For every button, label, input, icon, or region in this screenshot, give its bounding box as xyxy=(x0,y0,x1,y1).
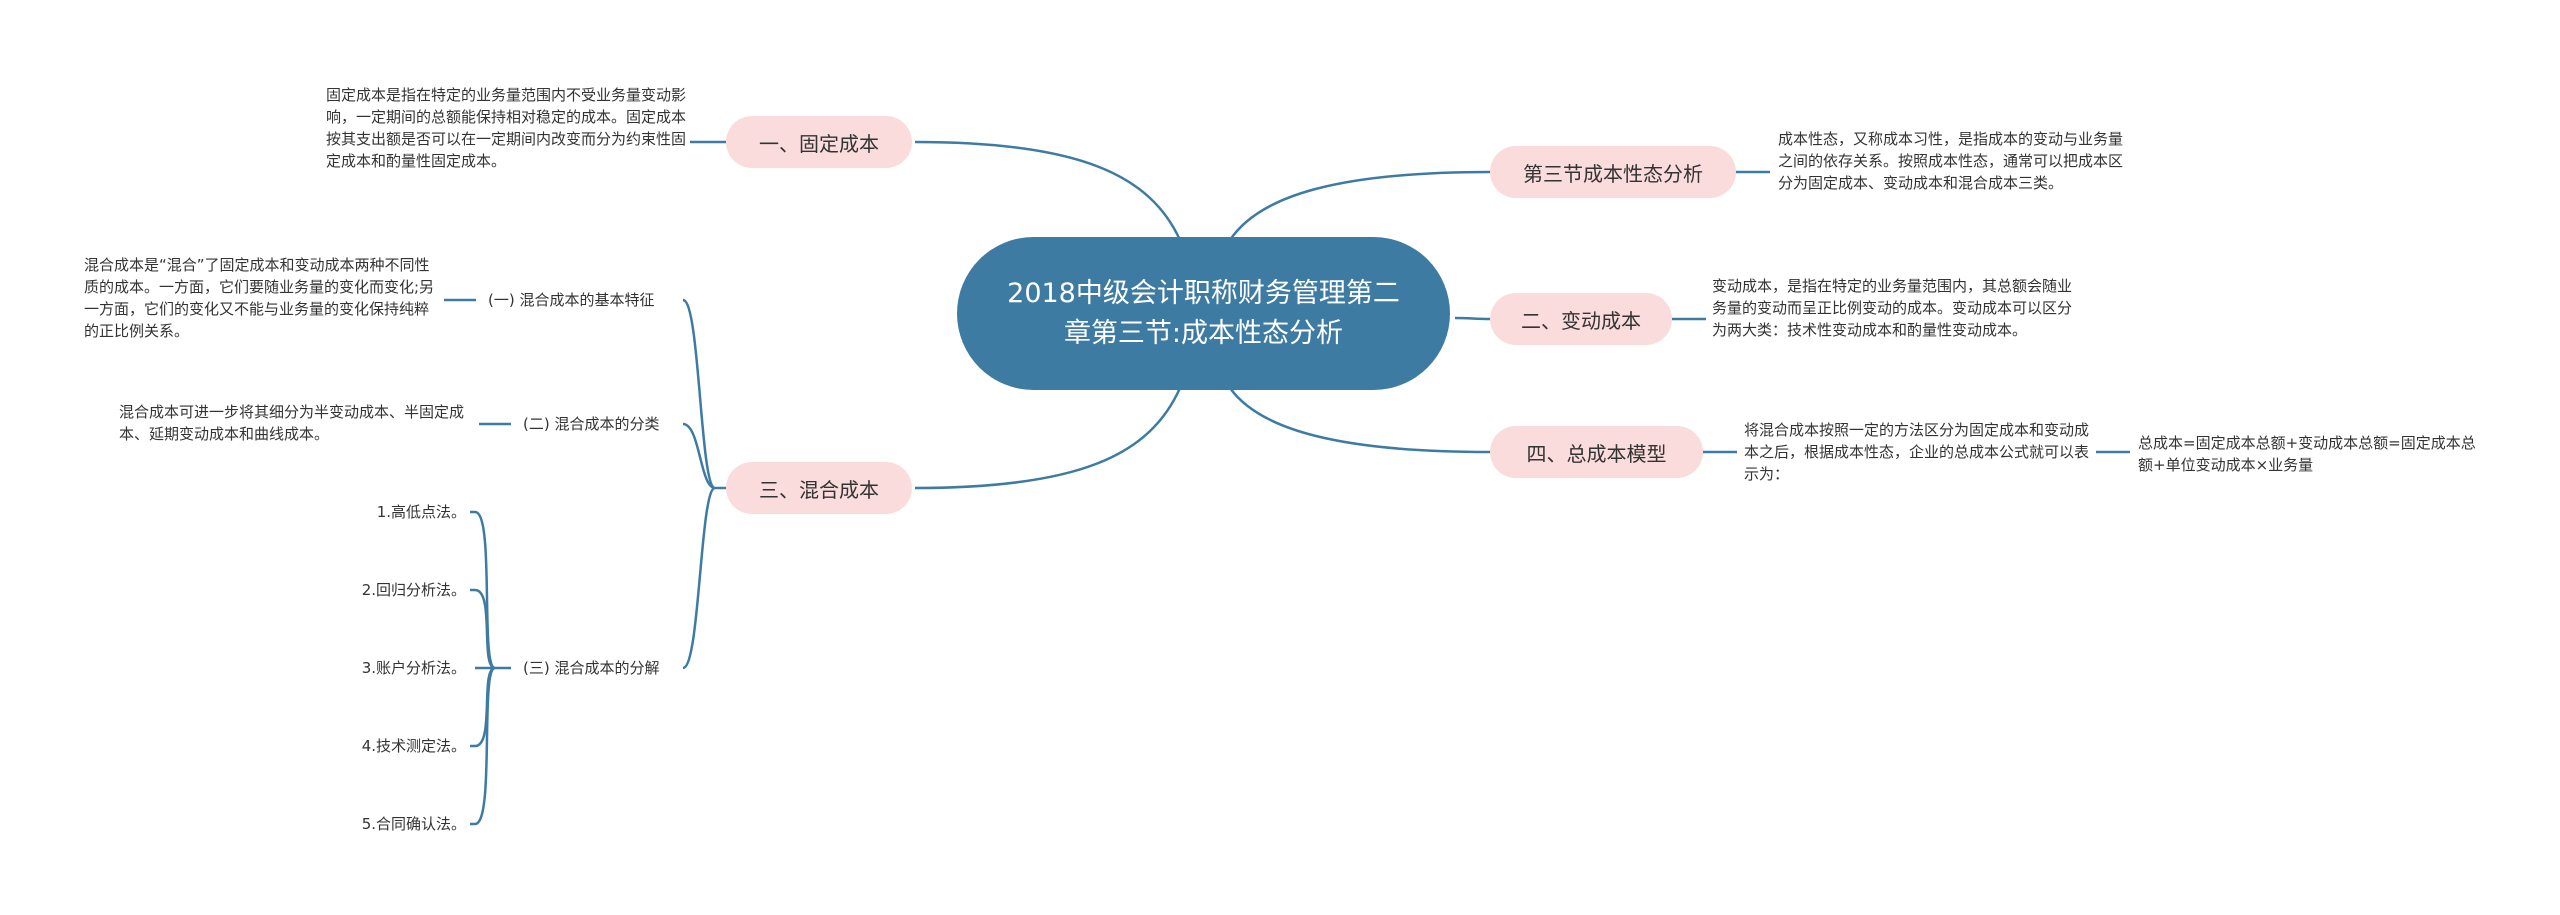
total-cost-formula: 总成本=固定成本总额+变动成本总额=固定成本总额+单位变动成本×业务量 xyxy=(2138,434,2476,474)
branch-mixed-cost-label: 三、混合成本 xyxy=(759,477,879,502)
connector-section xyxy=(1228,170,1491,241)
branch-section-overview[interactable]: 第三节成本性态分析 xyxy=(1490,146,1736,198)
connector-method2 xyxy=(474,588,496,670)
method-technical-measurement[interactable]: 4.技术测定法。 xyxy=(361,737,466,755)
branch-fixed-cost-label: 一、固定成本 xyxy=(759,131,879,156)
method-high-low[interactable]: 1.高低点法。 xyxy=(376,503,466,521)
branch-total-cost-model[interactable]: 四、总成本模型 xyxy=(1490,426,1703,478)
variable-cost-description: 变动成本，是指在特定的业务量范围内，其总额会随业务量的变动而呈正比例变动的成本。… xyxy=(1712,277,2073,339)
connector-sub1 xyxy=(682,298,717,490)
section-overview-description: 成本性态，又称成本习性，是指成本的变动与业务量之间的依存关系。按照成本性态，通常… xyxy=(1778,130,2124,192)
connector-fixed xyxy=(914,140,1182,241)
connector-method4 xyxy=(474,666,496,748)
connector-method1 xyxy=(474,510,497,670)
branch-section-overview-label: 第三节成本性态分析 xyxy=(1523,161,1703,186)
branch-fixed-cost[interactable]: 一、固定成本 xyxy=(726,116,912,168)
connector-mixed xyxy=(914,387,1182,490)
method-account-analysis[interactable]: 3.账户分析法。 xyxy=(361,659,466,677)
mixed-sub-classification[interactable]: (二) 混合成本的分类 xyxy=(523,415,660,433)
connector-sub3 xyxy=(682,486,717,670)
connector-total xyxy=(1228,387,1491,454)
branch-variable-cost[interactable]: 二、变动成本 xyxy=(1490,293,1672,345)
total-cost-model-description: 将混合成本按照一定的方法区分为固定成本和变动成本之后，根据成本性态，企业的总成本… xyxy=(1744,421,2090,483)
mixed-sub-characteristics[interactable]: (一) 混合成本的基本特征 xyxy=(488,291,655,309)
method-contract-confirmation[interactable]: 5.合同确认法。 xyxy=(361,815,466,833)
branch-variable-cost-label: 二、变动成本 xyxy=(1521,308,1641,333)
central-topic-label: 2018中级会计职称财务管理第二章第三节:成本性态分析 xyxy=(1007,277,1400,349)
connector-method5 xyxy=(474,666,497,826)
mixed-classification-description: 混合成本可进一步将其细分为半变动成本、半固定成本、延期变动成本和曲线成本。 xyxy=(119,403,465,443)
mixed-characteristics-description: 混合成本是“混合”了固定成本和变动成本两种不同性质的成本。一方面，它们要随业务量… xyxy=(84,256,435,340)
fixed-cost-description: 固定成本是指在特定的业务量范围内不受业务量变动影响，一定期间的总额能保持相对稳定… xyxy=(326,86,687,170)
central-topic[interactable]: 2018中级会计职称财务管理第二章第三节:成本性态分析 xyxy=(957,237,1450,390)
connector-sub2 xyxy=(682,422,716,490)
mixed-sub-decomposition[interactable]: (三) 混合成本的分解 xyxy=(523,659,660,677)
method-regression[interactable]: 2.回归分析法。 xyxy=(361,581,466,599)
branch-total-cost-model-label: 四、总成本模型 xyxy=(1526,441,1667,466)
branch-mixed-cost[interactable]: 三、混合成本 xyxy=(726,462,912,514)
connector-variable xyxy=(1454,316,1491,321)
